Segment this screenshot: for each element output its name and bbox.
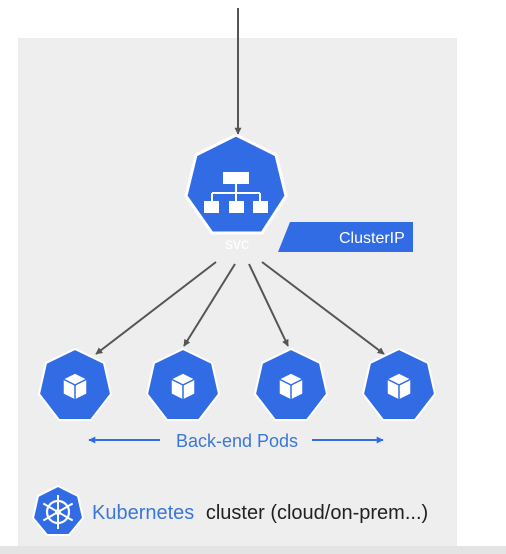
pod-2 [145,347,221,421]
cluster-footer: Kubernetes cluster (cloud/on-prem...) [31,484,428,536]
pod-4 [361,347,437,421]
pod-1 [37,347,113,421]
pod-3 [253,347,329,421]
network-hierarchy-icon [204,172,268,213]
arrow-to-pod-3 [248,263,289,347]
cube-icon [386,372,412,401]
cube-icon [170,372,196,401]
service-to-pod-arrows [95,261,385,355]
service-label: svc [225,236,249,253]
cluster-label: cluster (cloud/on-prem...) [206,502,428,524]
kubernetes-brand: Kubernetes [92,502,194,524]
clusterip-label: ClusterIP [339,230,405,247]
cube-icon [62,372,88,401]
cluster-caption: Kubernetes cluster (cloud/on-prem...) [92,502,428,524]
service-node: svc [184,133,288,253]
helm-wheel-icon [31,484,85,536]
arrow-to-pod-2 [183,263,236,347]
pods-label: Back-end Pods [176,431,298,451]
clusterip-tag: ClusterIP [278,222,413,252]
arrow-to-pod-4 [261,261,385,355]
pods-span: Back-end Pods [88,431,384,451]
arrow-to-pod-1 [95,261,217,355]
bottom-strip [0,546,506,554]
cube-icon [278,372,304,401]
